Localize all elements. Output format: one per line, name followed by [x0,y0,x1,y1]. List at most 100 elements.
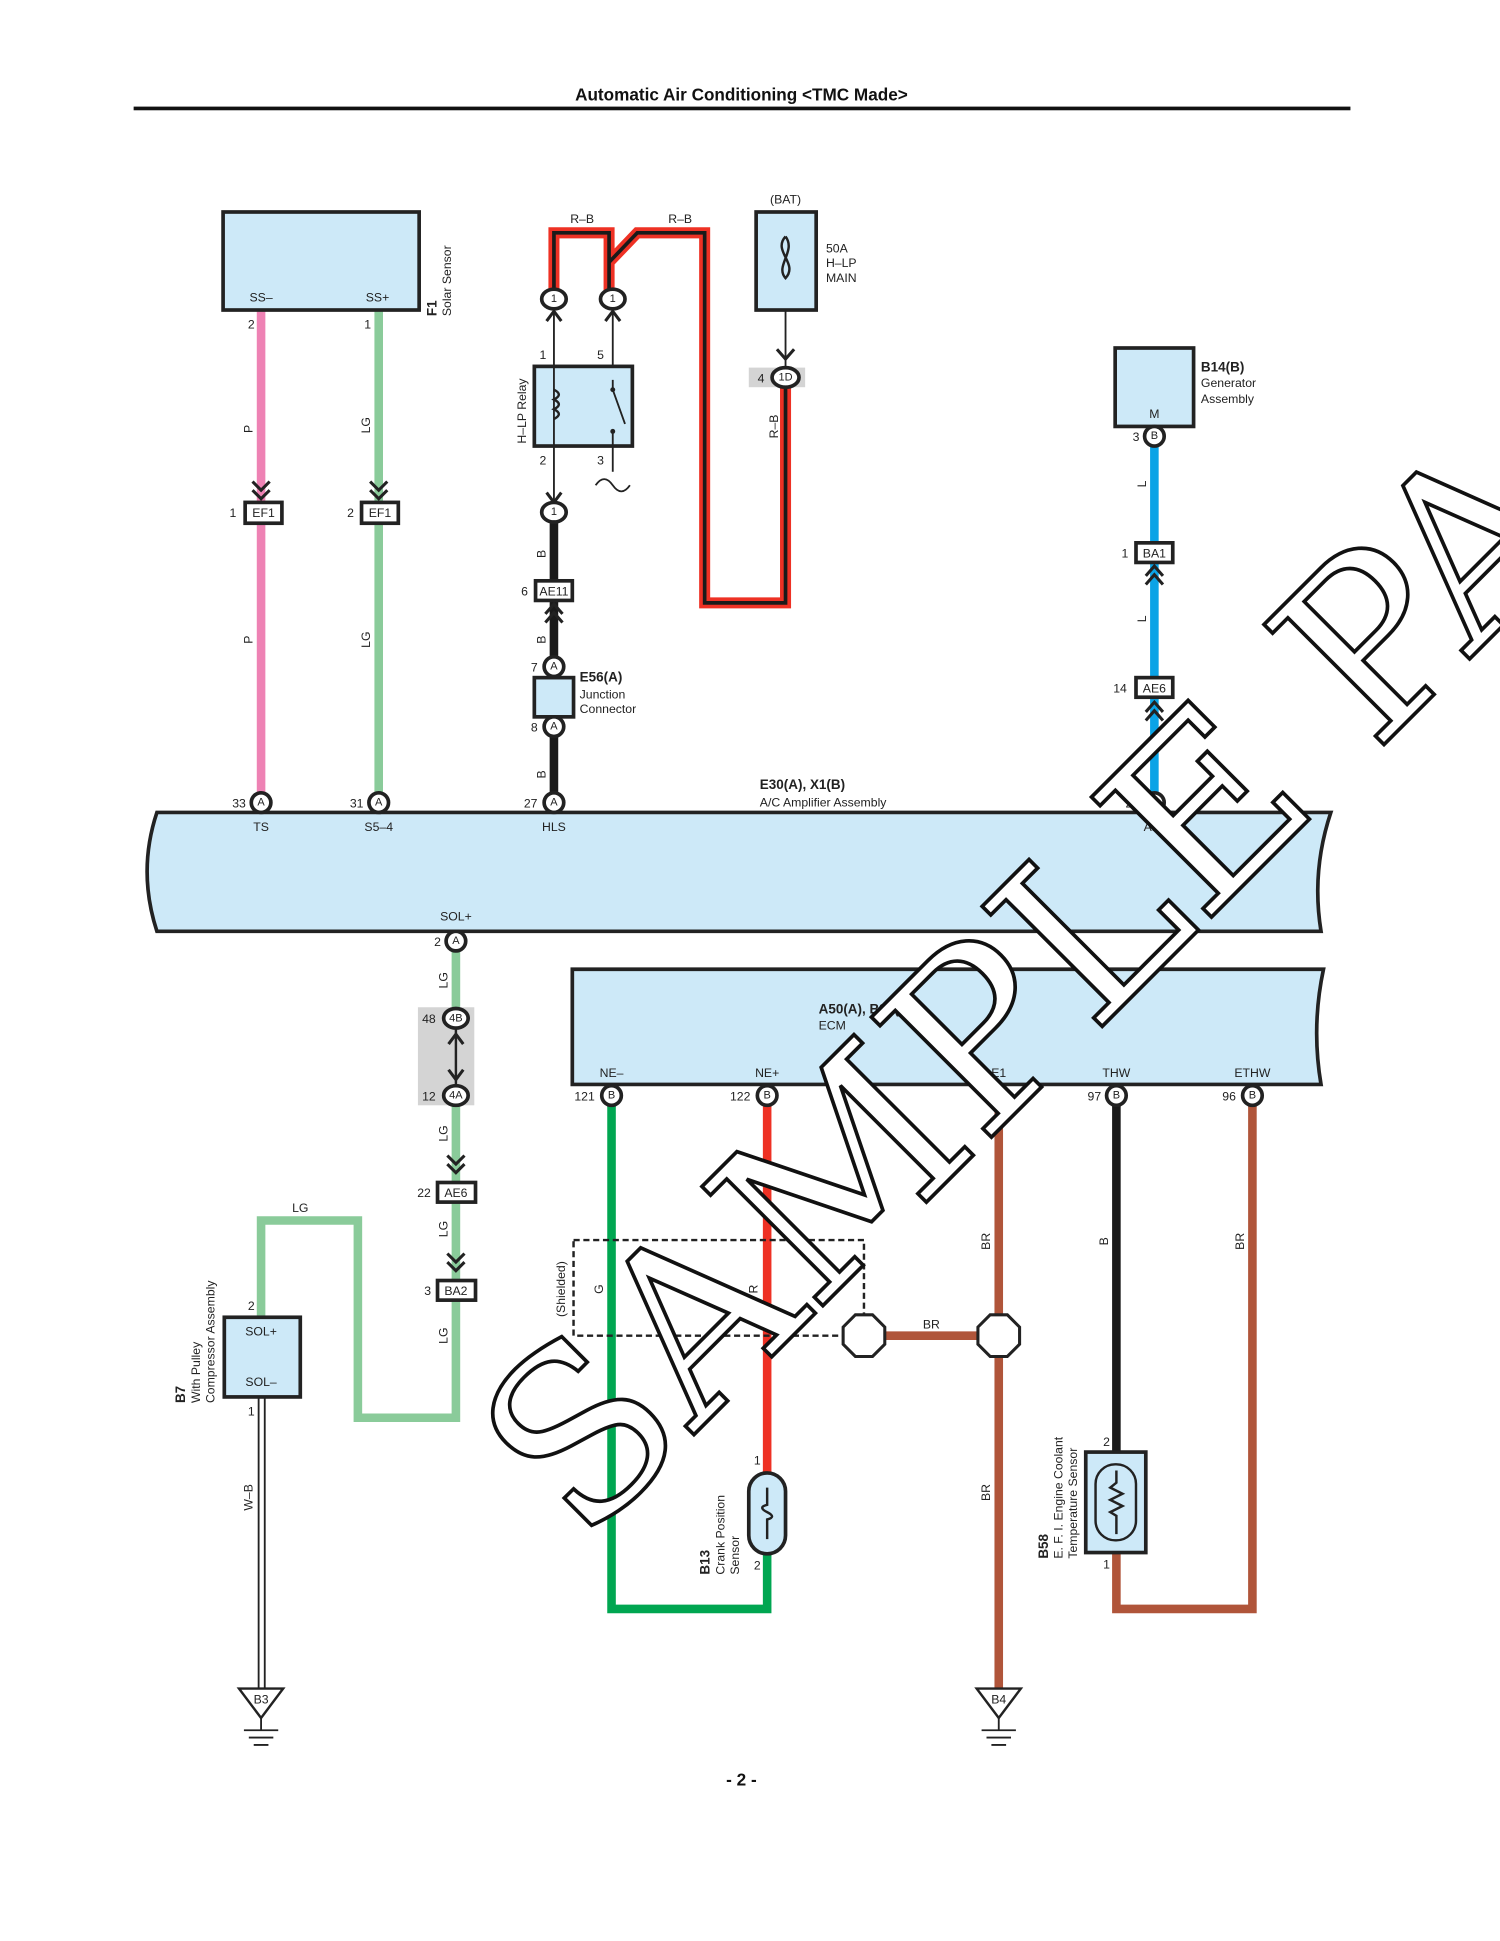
relay-connector-5: 1 [598,287,627,311]
wire-label: R–B [570,212,594,226]
svg-text:2: 2 [248,317,255,331]
svg-text:BA1: BA1 [1143,547,1166,561]
svg-text:LG: LG [436,972,450,988]
svg-text:1: 1 [1122,547,1129,561]
svg-text:A: A [452,935,460,947]
open-end-icon [594,478,631,493]
svg-text:12: 12 [422,1089,436,1103]
svg-text:BR: BR [979,1484,993,1501]
svg-text:EF1: EF1 [369,506,392,520]
wire-label: LG [292,1201,308,1215]
wire-label: P [241,636,255,644]
svg-text:NE+: NE+ [755,1066,779,1080]
svg-text:MAIN: MAIN [826,271,857,285]
splice-icon [976,1313,1022,1359]
svg-text:ALT: ALT [1144,820,1166,834]
wire-label: P [241,425,255,433]
svg-text:Solar Sensor: Solar Sensor [440,245,454,316]
connector-ba2: BA2 3 [424,1278,478,1302]
svg-text:B: B [995,1089,1002,1101]
svg-text:M: M [1149,407,1159,421]
connector-ef1-1: EF1 1 [229,500,284,526]
shield: (Shielded) G R BR [554,1238,1022,1359]
svg-text:4B: 4B [449,1012,462,1024]
svg-text:8: 8 [531,721,538,735]
svg-text:48: 48 [422,1012,436,1026]
svg-text:NE–: NE– [600,1066,624,1080]
svg-text:B: B [1151,430,1158,442]
svg-text:F1: F1 [424,300,439,316]
svg-text:A: A [550,797,558,809]
chevron-icons [251,308,1165,1273]
svg-text:BR: BR [1233,1233,1247,1250]
svg-text:SOL–: SOL– [245,1375,277,1389]
svg-text:4: 4 [758,371,765,385]
wires [256,227,1257,1689]
page-title: Automatic Air Conditioning <TMC Made> [575,84,908,104]
amp-pin-sol: A2 [434,929,468,953]
svg-text:L: L [1135,480,1149,487]
svg-text:SOL+: SOL+ [440,909,472,923]
svg-text:7: 7 [531,661,538,675]
splice-icon [841,1313,887,1359]
svg-text:33: 33 [232,797,246,811]
svg-text:1: 1 [539,348,546,362]
svg-text:25: 25 [1125,797,1139,811]
svg-text:97: 97 [1088,1089,1102,1103]
svg-text:96: 96 [1222,1089,1236,1103]
relay-connector-bottom: 1 [539,500,569,524]
svg-text:(BAT): (BAT) [770,192,801,206]
ac-amplifier-assembly: E30(A), X1(B) A/C Amplifier Assembly A33… [145,777,1334,953]
svg-text:3: 3 [1133,430,1140,444]
svg-text:A: A [550,721,558,733]
svg-text:Connector: Connector [580,702,637,716]
relay-connector-1: 1 [539,287,569,311]
svg-text:1: 1 [248,1404,255,1418]
compressor-assembly: SOL+ SOL– 2 1 B7 With Pulley Compressor … [173,1280,303,1418]
svg-text:Assembly: Assembly [1201,392,1255,406]
engine-coolant-temperature-sensor: 2 1 B58 E. F. I. Engine Coolant Temperat… [1036,1435,1148,1571]
svg-text:AE6: AE6 [1143,681,1166,695]
svg-text:LG: LG [436,1327,450,1343]
svg-text:A50(A), B31(B): A50(A), B31(B) [819,1001,913,1016]
svg-text:B13: B13 [698,1550,713,1575]
svg-text:A: A [1151,797,1159,809]
svg-text:H–LP: H–LP [826,256,857,270]
svg-text:R: R [746,1285,760,1294]
svg-text:1: 1 [364,317,371,331]
svg-text:A: A [257,797,265,809]
connector-ef1-2: EF1 2 [347,500,401,526]
svg-text:G: G [592,1284,606,1294]
ground-b4-icon: B4 [974,1687,1024,1746]
svg-text:1D: 1D [778,371,792,383]
svg-text:(Shielded): (Shielded) [554,1261,568,1317]
svg-text:Sensor: Sensor [728,1536,742,1575]
svg-text:E30(A), X1(B): E30(A), X1(B) [760,777,845,792]
svg-text:Generator: Generator [1201,376,1256,390]
svg-text:HLS: HLS [542,820,566,834]
svg-text:E56(A): E56(A) [580,669,623,684]
wire-label: R–B [668,212,692,226]
wire-wb [257,1396,266,1689]
svg-text:6: 6 [521,585,528,599]
wire-br-ethw [1112,1095,1257,1614]
svg-text:5: 5 [597,348,604,362]
svg-text:AE6: AE6 [444,1186,467,1200]
svg-text:1: 1 [551,293,557,305]
svg-text:1: 1 [229,506,236,520]
coil-icon [551,388,561,421]
svg-text:SOL+: SOL+ [245,1325,277,1339]
svg-text:4A: 4A [449,1089,463,1101]
svg-text:Crank Position: Crank Position [713,1495,727,1575]
svg-text:2: 2 [1103,1435,1110,1449]
svg-text:B: B [534,770,548,778]
svg-text:B: B [1249,1089,1256,1101]
svg-text:A: A [550,661,558,673]
junction-4b-4a: 4B 48 4A 12 [417,1006,475,1108]
svg-text:B3: B3 [254,1692,269,1706]
svg-text:14: 14 [1113,681,1127,695]
